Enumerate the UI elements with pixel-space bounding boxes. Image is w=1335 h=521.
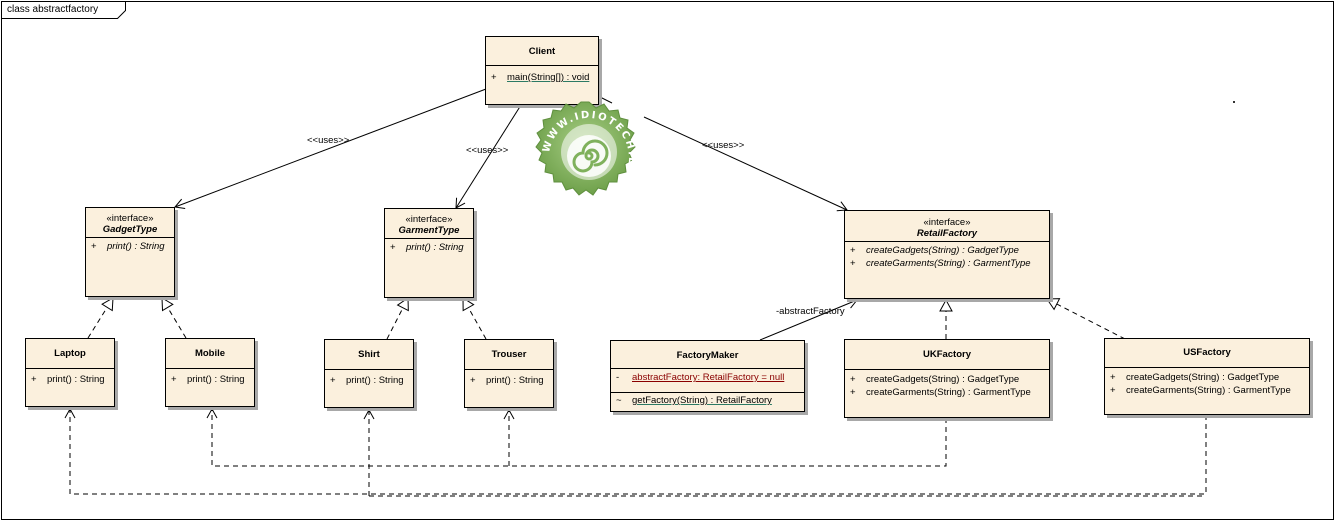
class-trouser-header: Trouser	[465, 340, 553, 370]
uses-garment-connector	[455, 104, 522, 209]
dependency-us-laptop	[64, 407, 1207, 495]
interface-retail-factory-op: + createGadgets(String) : GadgetType	[850, 245, 1019, 256]
class-client-header: Client	[486, 37, 598, 66]
class-shirt[interactable]: Shirt + print() : String	[324, 339, 414, 408]
interface-garment-type-name: GarmentType	[398, 225, 460, 236]
interface-garment-type-stereotype: «interface»	[405, 214, 453, 225]
class-uk-factory-name: UKFactory	[922, 349, 972, 360]
frame-tab-outline	[1, 1, 126, 19]
interface-garment-type-header: «interface» GarmentType	[385, 209, 473, 239]
interface-gadget-type-name: GadgetType	[102, 224, 158, 235]
dependency-uk-mobile	[206, 407, 947, 467]
class-factory-maker-header: FactoryMaker	[611, 341, 804, 369]
class-client-name: Client	[528, 46, 556, 57]
uses-gadget-connector	[174, 88, 487, 209]
uses-retail-label: <<uses>>	[702, 140, 745, 151]
class-shirt-op: + print() : String	[330, 375, 404, 386]
interface-retail-factory-op: + createGarments(String) : GarmentType	[850, 258, 1031, 269]
class-us-factory[interactable]: USFactory + createGadgets(String) : Gadg…	[1104, 338, 1310, 415]
uses-gadget-label: <<uses>>	[307, 135, 350, 146]
realization-laptop	[87, 297, 114, 339]
interface-gadget-type-op: + print() : String	[91, 241, 165, 252]
class-uk-factory[interactable]: UKFactory + createGadgets(String) : Gadg…	[844, 339, 1050, 418]
class-laptop-op: + print() : String	[31, 374, 105, 385]
class-uk-factory-header: UKFactory	[845, 340, 1049, 370]
frame-tab: class abstractfactory	[1, 1, 126, 19]
class-laptop[interactable]: Laptop + print() : String	[25, 338, 115, 407]
uses-garment-label: <<uses>>	[466, 145, 509, 156]
class-client[interactable]: Client + main(String[]) : void	[485, 36, 599, 105]
interface-garment-type-op: + print() : String	[390, 242, 464, 253]
class-uk-factory-op: + createGarments(String) : GarmentType	[850, 387, 1031, 398]
class-trouser[interactable]: Trouser + print() : String	[464, 339, 554, 408]
uses-retail-connector	[643, 116, 848, 212]
class-us-factory-name: USFactory	[1183, 347, 1231, 358]
interface-retail-factory[interactable]: «interface» RetailFactory + createGadget…	[844, 210, 1050, 299]
class-shirt-name: Shirt	[358, 349, 380, 360]
seal-swirl	[572, 139, 609, 173]
frame-title: class abstractfactory	[7, 4, 99, 15]
interface-retail-factory-stereotype: «interface»	[923, 217, 971, 228]
interface-gadget-type-stereotype: «interface»	[106, 213, 154, 224]
class-uk-factory-op: + createGadgets(String) : GadgetType	[850, 374, 1020, 385]
class-client-op: + main(String[]) : void	[491, 72, 590, 83]
watermark-seal-logo: WWW.IDIOTECHIE.COM	[535, 101, 636, 201]
class-mobile-op: + print() : String	[171, 374, 245, 385]
class-mobile-name: Mobile	[194, 348, 226, 359]
interface-gadget-type-header: «interface» GadgetType	[86, 208, 174, 238]
class-factory-maker-name: FactoryMaker	[676, 350, 739, 361]
stray-dot	[1233, 101, 1235, 103]
realization-trouser	[462, 297, 487, 340]
association-factorymaker	[759, 298, 858, 341]
class-us-factory-header: USFactory	[1105, 339, 1309, 368]
class-laptop-header: Laptop	[26, 339, 114, 369]
client-connector-stub	[599, 96, 613, 104]
interface-garment-type[interactable]: «interface» GarmentType + print() : Stri…	[384, 208, 474, 298]
class-mobile[interactable]: Mobile + print() : String	[165, 338, 255, 407]
class-trouser-op: + print() : String	[470, 375, 544, 386]
class-mobile-header: Mobile	[166, 339, 254, 369]
interface-gadget-type[interactable]: «interface» GadgetType + print() : Strin…	[85, 207, 175, 297]
realization-shirt	[386, 297, 409, 340]
interface-retail-factory-name: RetailFactory	[916, 228, 978, 239]
realization-usfactory	[1046, 298, 1126, 340]
class-trouser-name: Trouser	[491, 349, 527, 360]
realization-mobile	[161, 297, 187, 339]
class-shirt-header: Shirt	[325, 340, 413, 370]
class-factory-maker-op: ~ getFactory(String) : RetailFactory	[616, 395, 772, 406]
class-us-factory-op: + createGarments(String) : GarmentType	[1110, 385, 1291, 396]
class-factory-maker[interactable]: FactoryMaker - abstractFactory: RetailFa…	[610, 340, 805, 412]
interface-retail-factory-header: «interface» RetailFactory	[845, 211, 1049, 242]
class-us-factory-op: + createGadgets(String) : GadgetType	[1110, 372, 1280, 383]
role-label-abstract-factory: -abstractFactory	[776, 306, 845, 317]
class-laptop-name: Laptop	[54, 348, 86, 359]
class-factory-maker-attr: - abstractFactory: RetailFactory = null	[616, 372, 785, 383]
